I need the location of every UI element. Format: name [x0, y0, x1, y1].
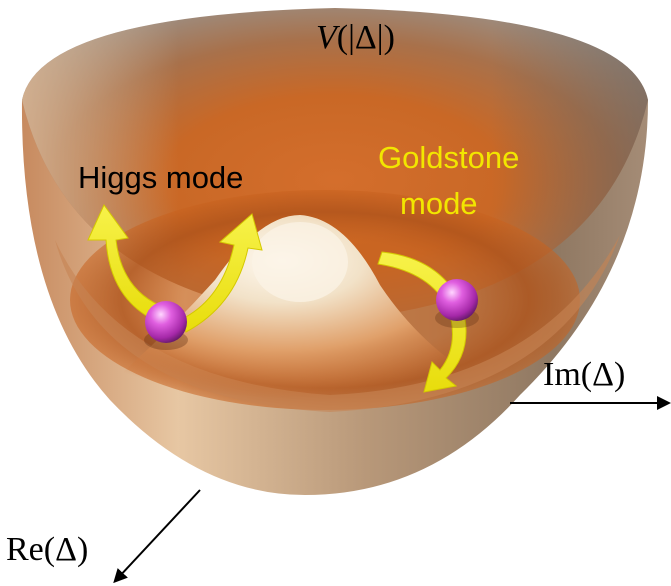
goldstone-ball-icon	[435, 279, 479, 328]
vertical-axis-label: V(|Δ|)	[316, 19, 395, 56]
horizontal-axis-label: Im(Δ)	[543, 356, 625, 393]
higgs-arrow-icon	[87, 204, 263, 333]
higgs-mode-label: Higgs mode	[78, 160, 243, 195]
central-hump	[120, 215, 480, 399]
depth-axis-label: Re(Δ)	[6, 531, 88, 568]
goldstone-mode-label-line1: Goldstone	[378, 140, 519, 175]
goldstone-mode-label-line2: mode	[400, 186, 478, 221]
higgs-ball-icon	[144, 301, 188, 350]
depth-axis	[113, 489, 201, 584]
